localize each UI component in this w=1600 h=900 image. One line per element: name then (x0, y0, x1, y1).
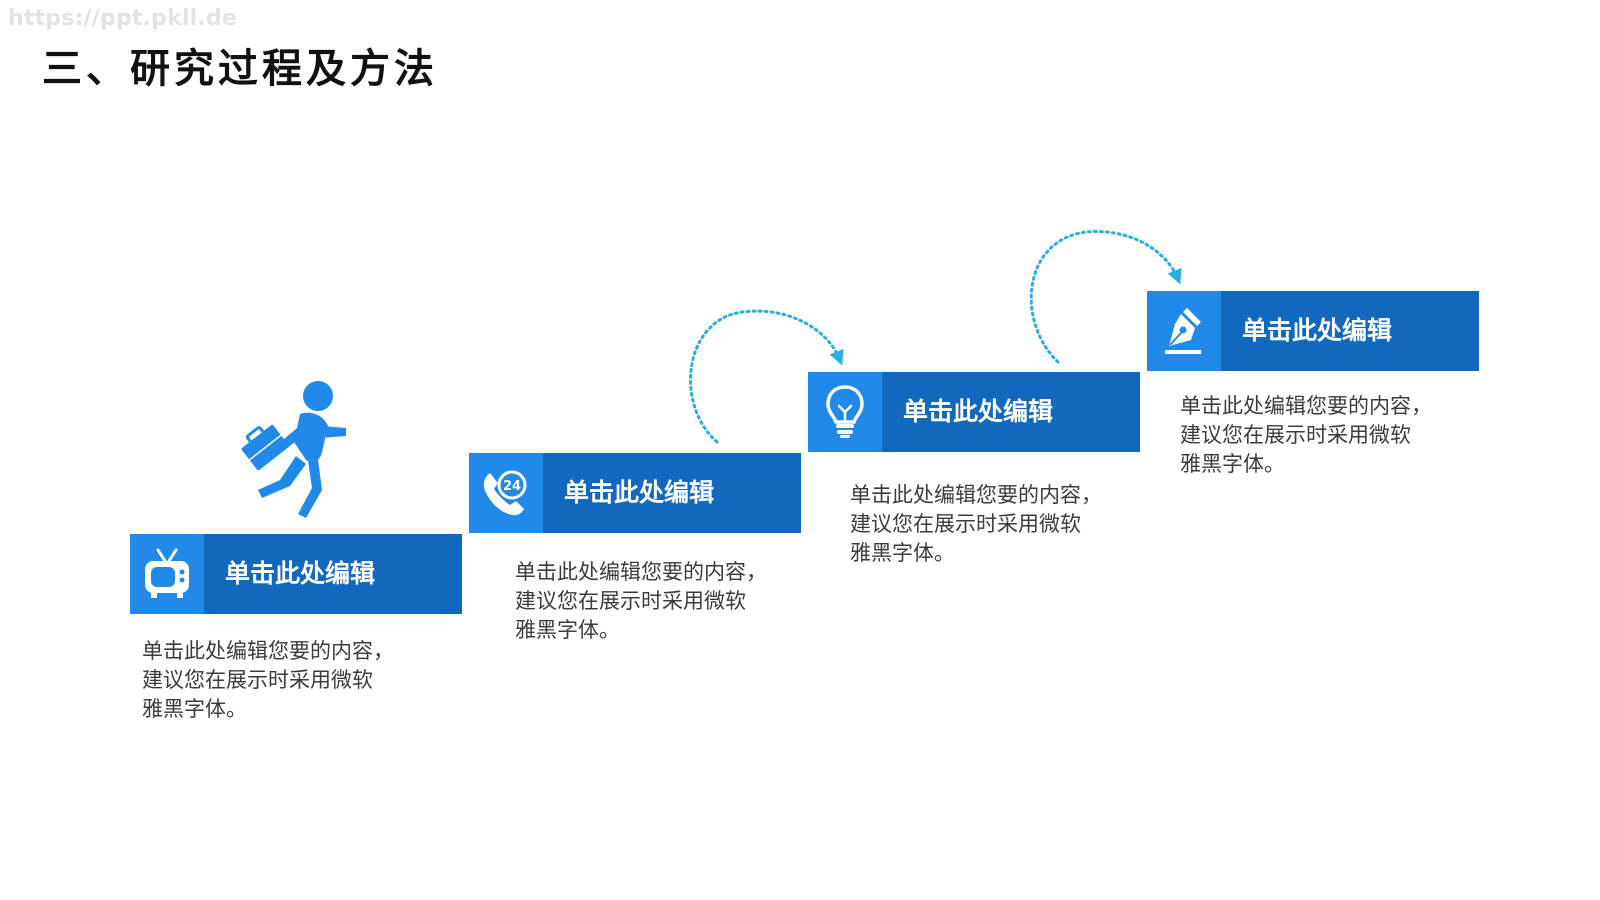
step-4-icon-box (1147, 291, 1221, 371)
arrow-arc-2 (1029, 230, 1182, 364)
step-1-header: 单击此处编辑 (130, 534, 462, 614)
step-1-description[interactable]: 单击此处编辑您要的内容， 建议您在展示时采用微软 雅黑字体。 (142, 639, 394, 721)
arrow-arc-1 (689, 309, 844, 444)
step-1-title[interactable]: 单击此处编辑 (225, 559, 376, 588)
step-3-icon-box (808, 372, 882, 452)
step-4-description[interactable]: 单击此处编辑您要的内容， 建议您在展示时采用微软 雅黑字体。 (1180, 394, 1432, 476)
step-2-header: 24 单击此处编辑 (469, 453, 801, 533)
pen-nib-icon (1165, 308, 1201, 354)
step-2-icon-box: 24 (469, 453, 543, 533)
phone-24-badge: 24 (503, 479, 521, 494)
running-man-illustration (241, 381, 346, 518)
step-4-title[interactable]: 单击此处编辑 (1242, 316, 1393, 345)
step-2-title[interactable]: 单击此处编辑 (564, 478, 715, 507)
step-3-description[interactable]: 单击此处编辑您要的内容， 建议您在展示时采用微软 雅黑字体。 (850, 483, 1102, 565)
watermark-text: https://ppt.pkll.de (8, 6, 238, 31)
step-1-icon-box (130, 534, 204, 614)
lightbulb-icon (826, 385, 864, 438)
step-2-description[interactable]: 单击此处编辑您要的内容， 建议您在展示时采用微软 雅黑字体。 (515, 560, 767, 642)
phone-24-icon: 24 (483, 470, 527, 516)
tv-icon (145, 548, 189, 598)
step-3-header: 单击此处编辑 (808, 372, 1140, 452)
step-4-header: 单击此处编辑 (1147, 291, 1479, 371)
step-3-title[interactable]: 单击此处编辑 (903, 397, 1054, 426)
page-title: 三、研究过程及方法 (42, 46, 438, 92)
